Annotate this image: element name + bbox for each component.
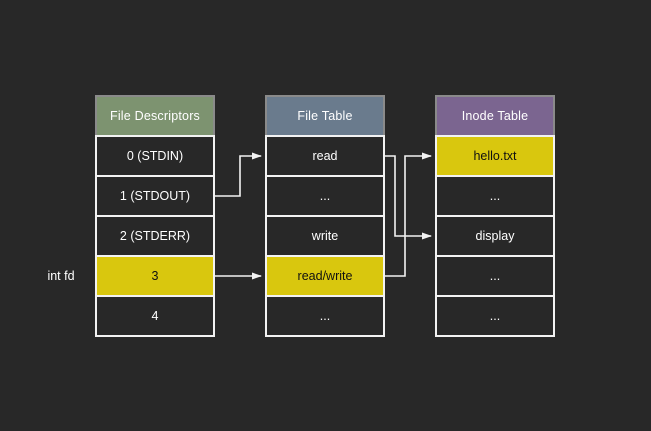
file-descriptors-header: File Descriptors bbox=[95, 95, 215, 137]
fd-row-stdin: 0 (STDIN) bbox=[95, 135, 215, 177]
int-fd-label: int fd bbox=[47, 269, 75, 283]
file-table: File Table read ... write read/write ... bbox=[265, 95, 385, 337]
fd-row-4: 4 bbox=[95, 295, 215, 337]
file-row-ellipsis-2: ... bbox=[265, 295, 385, 337]
inode-row-ellipsis-2: ... bbox=[435, 255, 555, 297]
inode-row-display: display bbox=[435, 215, 555, 257]
file-row-write: write bbox=[265, 215, 385, 257]
fd-row-stdout: 1 (STDOUT) bbox=[95, 175, 215, 217]
inode-row-ellipsis-3: ... bbox=[435, 295, 555, 337]
file-row-read: read bbox=[265, 135, 385, 177]
fd-row-3: 3 bbox=[95, 255, 215, 297]
inode-row-hellotxt: hello.txt bbox=[435, 135, 555, 177]
arrow-stdout-to-read bbox=[215, 152, 262, 197]
fd-row-stderr: 2 (STDERR) bbox=[95, 215, 215, 257]
arrow-readwrite-to-hellotxt bbox=[385, 152, 432, 277]
file-row-readwrite: read/write bbox=[265, 255, 385, 297]
file-table-header: File Table bbox=[265, 95, 385, 137]
inode-table-header: Inode Table bbox=[435, 95, 555, 137]
inode-table: Inode Table hello.txt ... display ... ..… bbox=[435, 95, 555, 337]
inode-row-ellipsis-1: ... bbox=[435, 175, 555, 217]
arrow-read-to-display bbox=[385, 155, 432, 240]
file-row-ellipsis-1: ... bbox=[265, 175, 385, 217]
file-descriptors-table: File Descriptors 0 (STDIN) 1 (STDOUT) 2 … bbox=[95, 95, 215, 337]
